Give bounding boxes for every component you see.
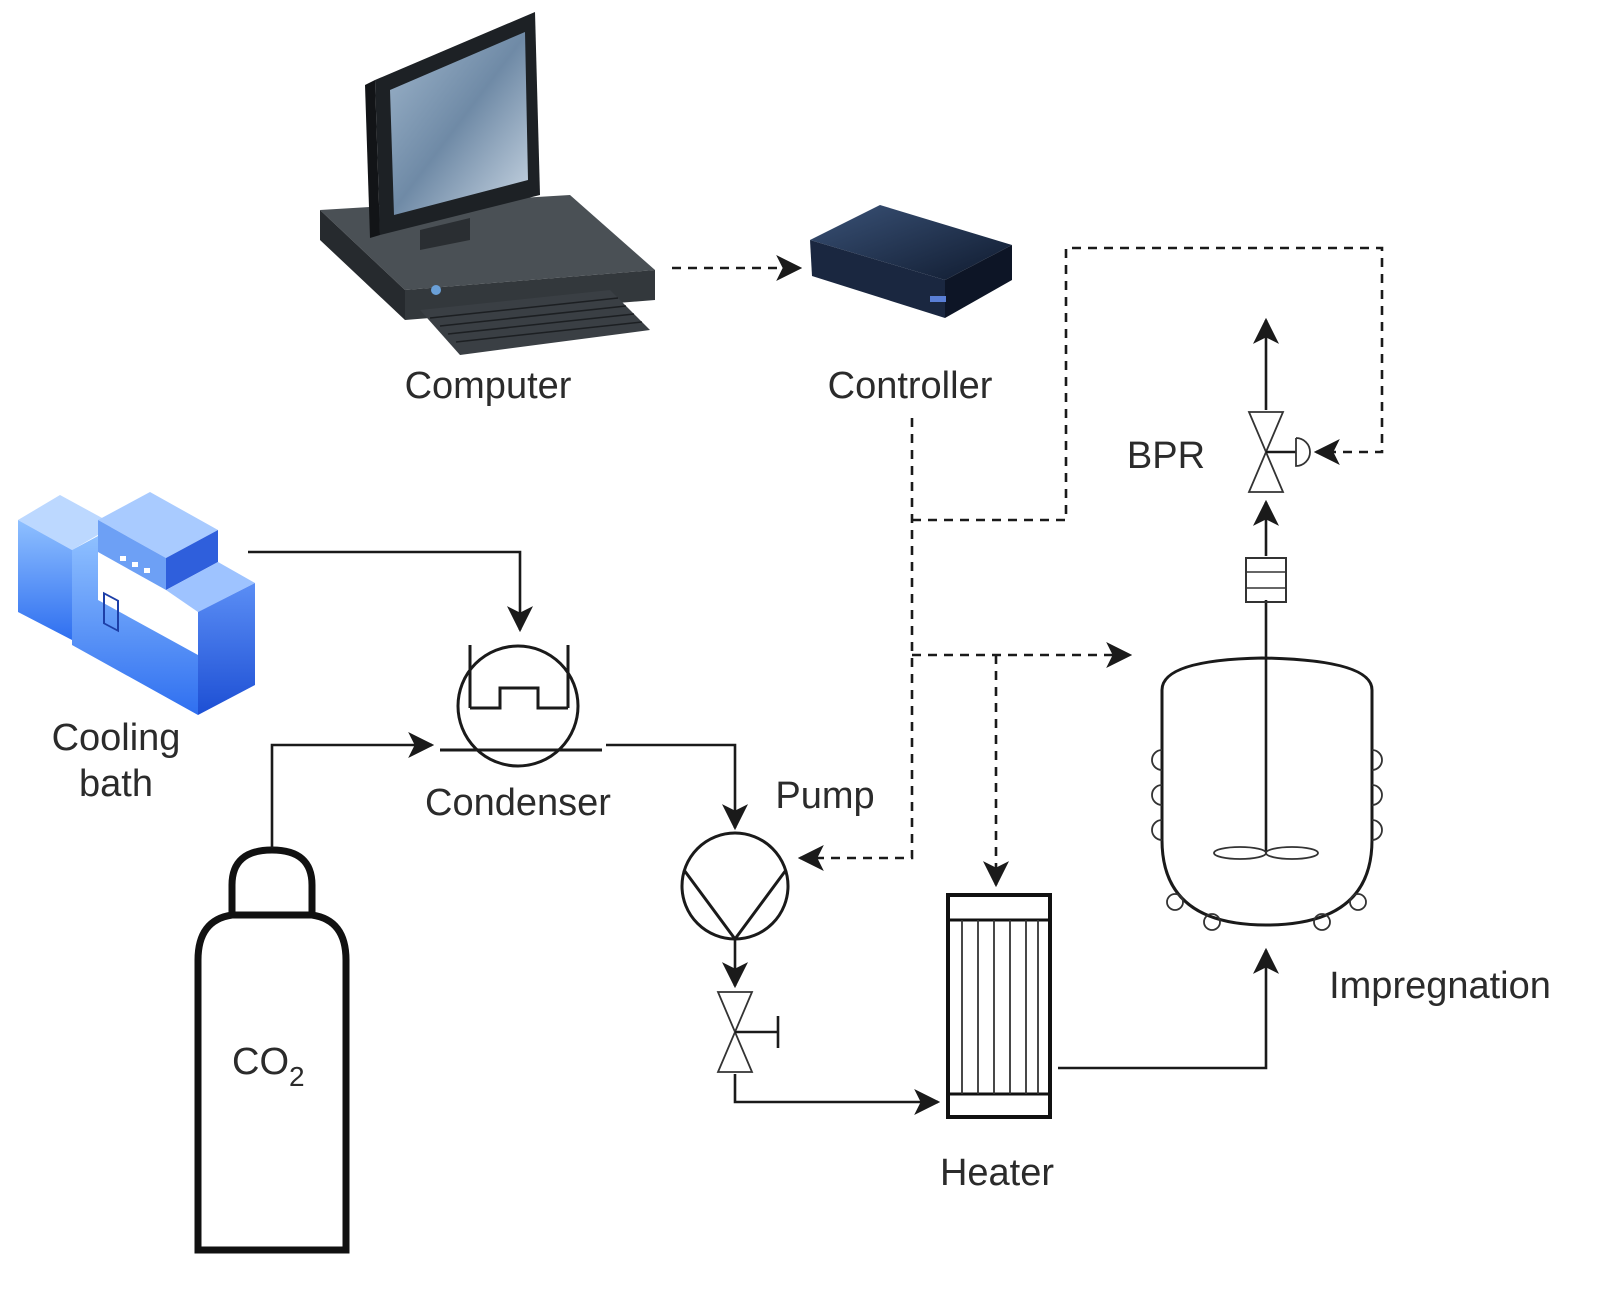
flow-condenser-to-pump — [606, 743, 748, 831]
bpr-label: BPR — [1127, 435, 1205, 477]
cooling-bath-unit-icon — [18, 492, 255, 715]
needle-valve-icon — [716, 991, 780, 1073]
cooling-bath-label-line1: Cooling — [52, 717, 181, 759]
impregnation-label: Impregnation — [1329, 965, 1551, 1007]
gas-cylinder-icon — [194, 846, 350, 1254]
heater-label: Heater — [940, 1152, 1054, 1194]
pump-icon — [680, 831, 790, 942]
computer-label: Computer — [405, 365, 572, 407]
signal-controller-to-bpr — [912, 246, 1384, 522]
co2-label-main: CO — [232, 1041, 289, 1083]
heat-exchanger-icon — [946, 893, 1052, 1119]
flow-coolant-to-condenser — [248, 550, 533, 633]
controller-label: Controller — [828, 365, 993, 407]
condenser-icon — [440, 644, 602, 768]
co2-label: CO2 — [232, 1041, 305, 1092]
condenser-label: Condenser — [425, 782, 611, 824]
flow-co2-to-condenser — [270, 732, 435, 848]
back-pressure-regulator-icon — [1247, 411, 1311, 493]
flow-heater-to-vessel — [1058, 947, 1279, 1070]
pump-label: Pump — [775, 775, 874, 817]
signal-controller-to-pump — [797, 418, 914, 871]
jacketed-vessel-icon — [1151, 557, 1383, 931]
desktop-computer-icon — [320, 12, 655, 355]
cooling-bath-label-line2: bath — [79, 763, 153, 805]
controller-box-icon — [810, 205, 1012, 318]
co2-label-sub: 2 — [289, 1061, 305, 1092]
flow-valve-to-heater — [733, 1074, 941, 1115]
